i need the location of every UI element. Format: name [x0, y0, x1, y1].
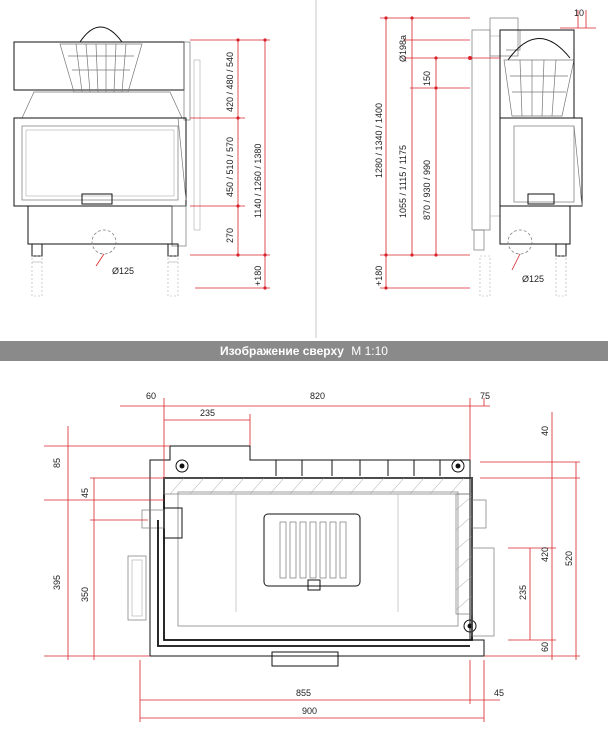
plan-dim-45: 45 — [80, 488, 90, 498]
plan-dim-820: 820 — [310, 391, 325, 401]
side-pipe-label: Ø125 — [522, 274, 544, 284]
top-view: 60 820 75 235 85 45 395 350 40 420 520 2… — [44, 391, 580, 722]
side-dim-150: 150 — [422, 71, 432, 86]
side-dim-1280: 1280 / 1340 / 1400 — [374, 103, 384, 178]
side-dim-10: 10 — [574, 8, 584, 18]
plan-dim-75: 75 — [480, 391, 490, 401]
side-dim-180: +180 — [374, 266, 384, 286]
plan-dim-420: 420 — [540, 547, 550, 562]
front-hood — [13, 41, 185, 91]
side-view: Ø125 Ø198a 150 1280 / 1340 / 1400 1055 /… — [374, 8, 596, 297]
front-dim-180: +180 — [253, 266, 263, 286]
side-dim-1055: 1055 / 1115 / 1175 — [398, 145, 408, 218]
plan-dim-350: 350 — [80, 587, 90, 602]
side-dim-870: 870 / 930 / 990 — [422, 160, 432, 220]
section-banner-title: Изображение сверху M 1:10 — [220, 344, 388, 358]
front-door-handle — [81, 193, 113, 205]
plan-dim-85: 85 — [52, 458, 62, 468]
plan-grate — [263, 513, 361, 587]
plan-dim-60r: 60 — [540, 642, 550, 652]
plan-dim-45b: 45 — [494, 688, 504, 698]
side-firebox — [499, 117, 583, 207]
front-dim-total: 1140 / 1260 / 1380 — [253, 144, 263, 218]
plan-dim-395: 395 — [52, 575, 62, 590]
plan-dim-520: 520 — [564, 551, 574, 566]
side-hood — [499, 29, 575, 119]
side-dim-d198: Ø198a — [398, 35, 408, 62]
front-view: Ø125 420 / 480 / 540 450 / 510 / 570 270… — [13, 26, 270, 297]
plan-dim-900: 900 — [302, 706, 317, 716]
plan-dim-235: 235 — [200, 408, 215, 418]
front-firebox — [13, 117, 187, 207]
plan-dim-40: 40 — [540, 426, 550, 436]
front-dim-top: 420 / 480 / 540 — [225, 52, 235, 112]
front-dim-270: 270 — [225, 228, 235, 243]
plan-dim-235r: 235 — [518, 585, 528, 600]
plan-dim-60: 60 — [146, 391, 156, 401]
plan-dim-855: 855 — [296, 688, 311, 698]
section-banner — [0, 341, 608, 361]
plan-outline — [149, 445, 485, 657]
front-pipe-label: Ø125 — [112, 266, 134, 276]
front-dim-mid: 450 / 510 / 570 — [225, 137, 235, 197]
